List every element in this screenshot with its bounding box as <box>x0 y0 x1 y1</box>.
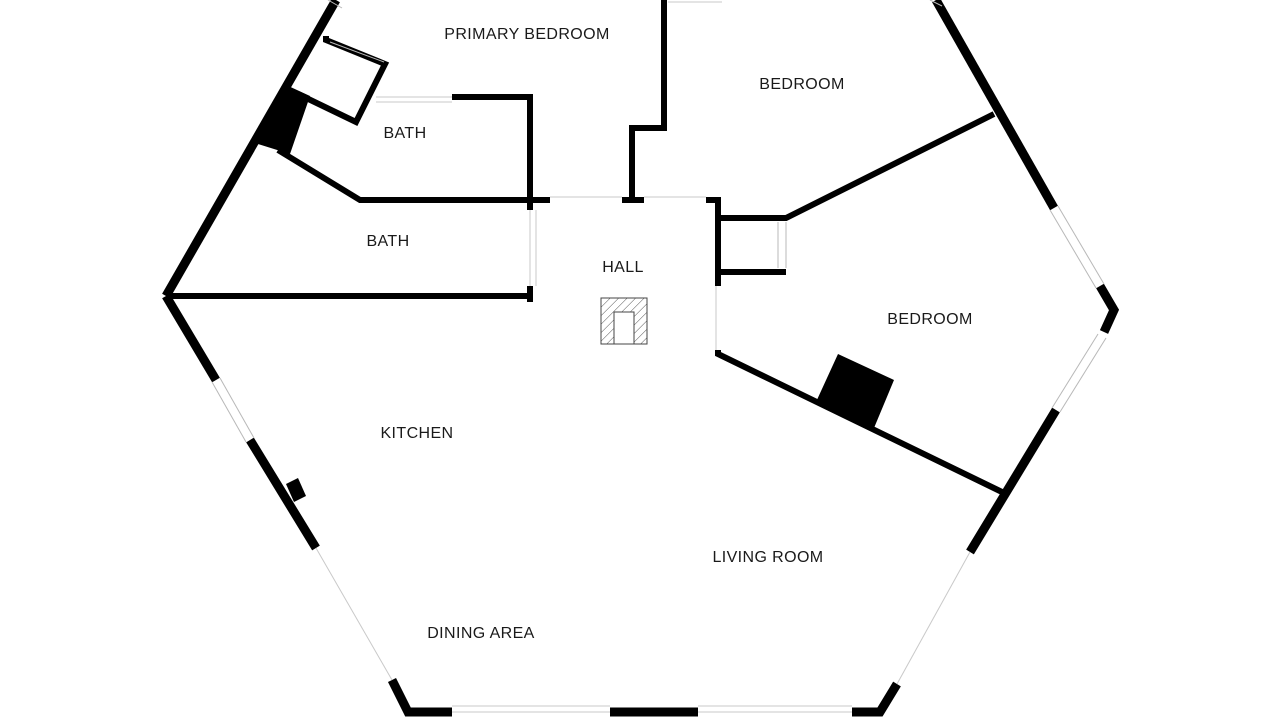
chimney-symbol <box>600 297 648 345</box>
label-bedroom-right: BEDROOM <box>887 311 972 328</box>
room-labels: PRIMARY BEDROOM BEDROOM BATH BATH HALL B… <box>366 26 972 642</box>
label-bath-upper: BATH <box>383 125 426 142</box>
label-hall: HALL <box>602 259 644 276</box>
label-living-room: LIVING ROOM <box>712 549 823 566</box>
label-bedroom-upper: BEDROOM <box>759 76 844 93</box>
windows <box>211 0 1107 713</box>
label-dining-area: DINING AREA <box>427 625 535 642</box>
exterior-walls <box>162 0 1120 717</box>
label-kitchen: KITCHEN <box>380 425 453 442</box>
wall-stub <box>286 478 306 502</box>
label-primary-bedroom: PRIMARY BEDROOM <box>444 26 609 43</box>
wall-column <box>258 84 310 154</box>
interior-walls <box>166 0 1004 495</box>
label-bath-lower: BATH <box>366 233 409 250</box>
solid-blocks <box>258 84 894 502</box>
fireplace-block <box>816 354 894 428</box>
